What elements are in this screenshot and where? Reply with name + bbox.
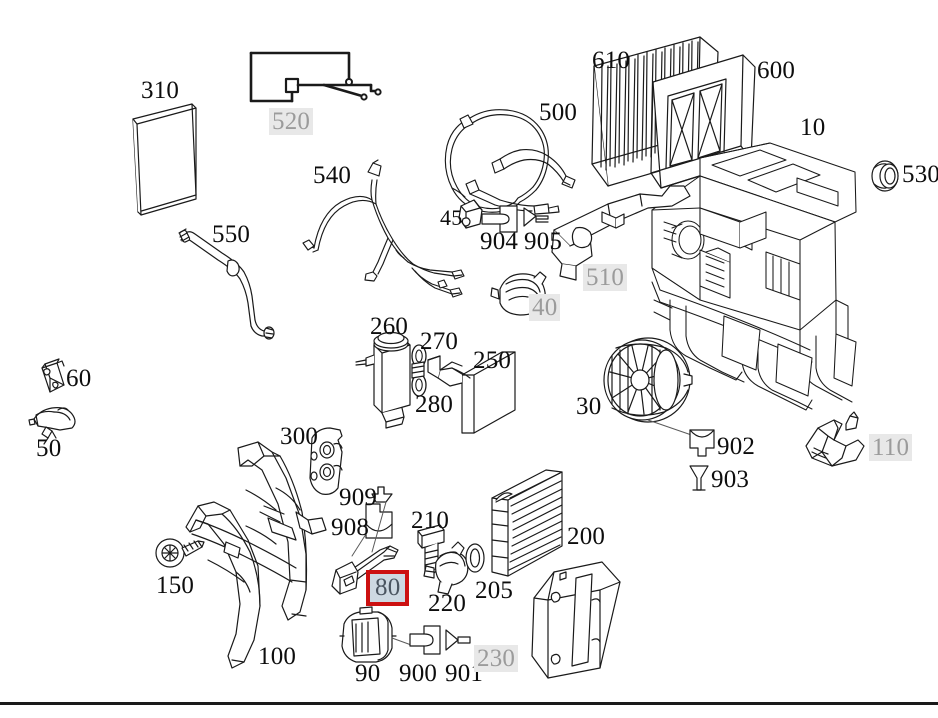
callout-45: 45 — [440, 205, 463, 230]
part-45-connector-block — [458, 199, 483, 229]
part-905-terminal-pin — [523, 207, 549, 227]
part-100-housing-frame — [185, 441, 327, 669]
part-260-expansion-valve — [355, 331, 411, 429]
part-200-heater-core — [491, 469, 563, 577]
part-300-sealing-plate — [309, 427, 343, 495]
callout-520: 520 — [269, 108, 314, 135]
callout-510: 510 — [583, 264, 628, 291]
part-250-evaporator-core — [411, 351, 516, 434]
part-540-wiring-harness — [302, 159, 465, 298]
callout-600: 600 — [757, 57, 796, 84]
callout-270: 270 — [420, 328, 459, 355]
part-901-contact-pin — [445, 629, 471, 651]
callout-900: 900 — [399, 660, 438, 687]
part-530-grommet — [871, 160, 899, 192]
part-60-sensor-clip — [41, 358, 65, 393]
callout-210: 210 — [411, 507, 450, 534]
callout-40: 40 — [529, 294, 561, 321]
part-520-wiring-schematic — [249, 51, 382, 103]
part-908-connector-shell — [365, 503, 393, 539]
callout-80-selected[interactable]: 80 — [366, 570, 410, 606]
part-220-sensor-mount — [423, 541, 469, 595]
part-150-mounting-screw — [155, 538, 205, 568]
callout-904: 904 — [480, 228, 519, 255]
callout-540: 540 — [313, 162, 352, 189]
callout-220: 220 — [428, 590, 467, 617]
part-310-cabin-filter-panel — [132, 103, 197, 216]
callout-280: 280 — [415, 391, 454, 418]
part-110-mounting-bracket — [805, 411, 865, 467]
callout-610: 610 — [592, 47, 631, 74]
part-900-connector-body — [409, 625, 441, 655]
part-90-blower-regulator — [339, 606, 397, 663]
part-902-connector-housing — [689, 429, 715, 457]
part-80-control-flap-lever — [331, 545, 399, 595]
callout-500: 500 — [539, 99, 578, 126]
bottom-divider-rule — [0, 702, 938, 705]
callout-30: 30 — [576, 393, 602, 420]
callout-60: 60 — [66, 365, 92, 392]
part-500-wiring-harness-loop — [444, 109, 576, 215]
callout-150: 150 — [156, 572, 195, 599]
callout-110: 110 — [869, 434, 913, 461]
part-903-terminal-contact — [689, 465, 709, 491]
callout-230: 230 — [474, 645, 519, 672]
callout-310: 310 — [141, 77, 180, 104]
callout-902: 902 — [717, 433, 756, 460]
callout-250: 250 — [473, 347, 512, 374]
callout-530: 530 — [902, 161, 938, 188]
callout-50: 50 — [36, 435, 62, 462]
part-904-plug-housing — [481, 205, 518, 233]
part-50-bracket-clip — [28, 407, 76, 445]
part-230-control-module — [531, 561, 621, 679]
callout-550: 550 — [212, 221, 251, 248]
callout-90: 90 — [355, 660, 381, 687]
part-510-duct-rail — [551, 185, 691, 281]
part-550-refrigerant-hose — [178, 228, 275, 340]
callout-200: 200 — [567, 523, 606, 550]
part-10-hvac-housing-assembly — [651, 142, 857, 411]
callout-909: 909 — [339, 484, 378, 511]
callout-205: 205 — [475, 577, 514, 604]
callout-300: 300 — [280, 423, 319, 450]
callout-908: 908 — [331, 514, 370, 541]
callout-10: 10 — [800, 114, 826, 141]
part-30-blower-motor-wheel — [603, 337, 693, 423]
callout-260: 260 — [370, 313, 409, 340]
callout-100: 100 — [258, 643, 297, 670]
callout-905: 905 — [524, 228, 563, 255]
callout-903: 903 — [711, 466, 750, 493]
part-205-seal-ring — [465, 543, 485, 573]
